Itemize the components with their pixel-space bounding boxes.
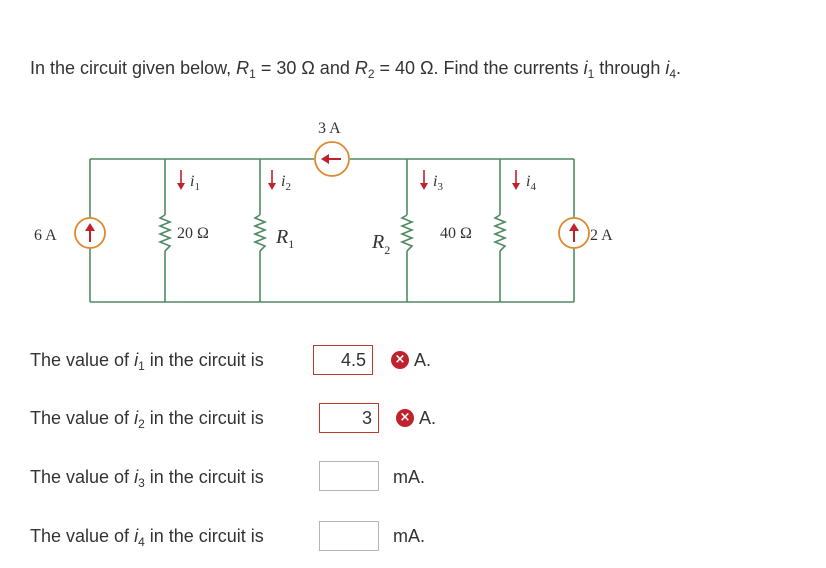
answer-row-i4: The value of i4 in the circuit is	[30, 526, 264, 549]
current-arrow-i1	[177, 170, 185, 190]
answer-unit-i3: mA.	[393, 467, 426, 487]
source-2a-label: 2 A	[590, 227, 613, 244]
answer-unit-i4: mA.	[393, 526, 426, 546]
r2-label: R2	[371, 231, 390, 257]
answer-row-i1: The value of i1 in the circuit is	[30, 350, 264, 373]
r1-label: R1	[275, 226, 294, 251]
i4-label: i4	[526, 173, 536, 193]
incorrect-icon: ×	[396, 409, 414, 427]
source-3a-label: 3 A	[318, 120, 341, 137]
resistor-r1	[252, 214, 268, 252]
incorrect-icon: ×	[391, 351, 409, 369]
i2-label: i2	[281, 173, 291, 193]
answer-input-i2[interactable]: 3	[319, 403, 379, 433]
arrow-up-icon	[569, 223, 579, 231]
answer-input-i3[interactable]	[319, 461, 379, 491]
arrow-up-icon	[85, 223, 95, 231]
current-source-2a	[558, 217, 590, 249]
answer-input-i1[interactable]: 4.5	[313, 345, 373, 375]
question-text: In the circuit given below, R1 = 30 Ω an…	[30, 58, 682, 81]
current-source-3a	[314, 141, 350, 177]
current-arrow-i4	[512, 170, 520, 190]
resistor-20-ohm	[157, 214, 173, 252]
circuit-wires	[89, 158, 575, 303]
current-source-6a	[74, 217, 106, 249]
answer-row-i2: The value of i2 in the circuit is	[30, 408, 264, 431]
resistor-40-label: 40 Ω	[440, 225, 472, 242]
resistor-r2	[399, 214, 415, 252]
i1-label: i1	[190, 173, 200, 193]
current-arrow-i2	[268, 170, 276, 190]
i3-label: i3	[433, 173, 443, 193]
answer-input-i4[interactable]	[319, 521, 379, 551]
answer-unit-i1: A.	[414, 350, 432, 370]
answer-row-i3: The value of i3 in the circuit is	[30, 467, 264, 490]
source-6a-label: 6 A	[34, 227, 57, 244]
resistor-40-ohm	[492, 214, 508, 252]
resistor-20-label: 20 Ω	[177, 225, 209, 242]
circuit-diagram: 6 A 2 A 3 A 20 Ω 40 Ω R1 R2 i1 i2 i3 i4	[34, 120, 613, 303]
answer-unit-i2: A.	[419, 408, 437, 428]
arrow-left-icon	[321, 154, 329, 164]
current-arrow-i3	[420, 170, 428, 190]
